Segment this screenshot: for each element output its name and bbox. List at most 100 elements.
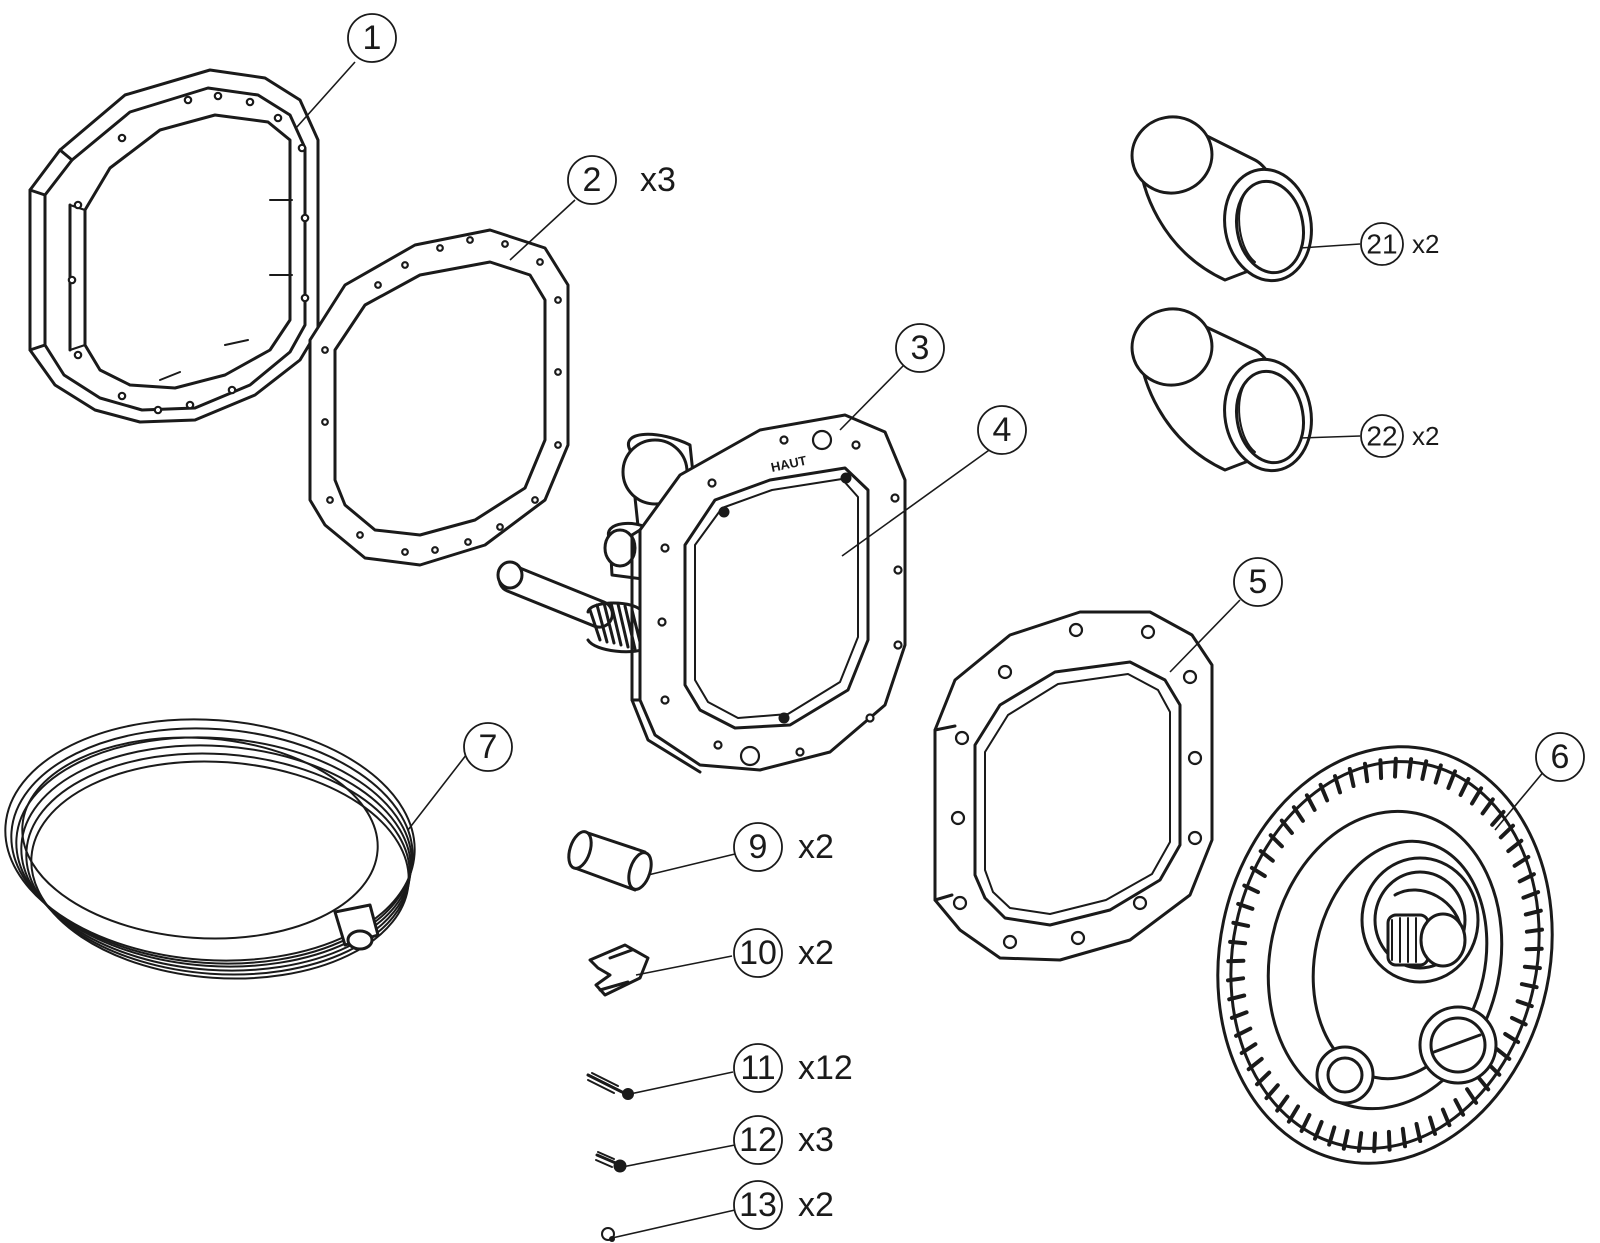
cover-slot bbox=[1420, 759, 1429, 781]
part-7-cable bbox=[4, 718, 416, 980]
callout-part-6: 6 bbox=[1535, 732, 1585, 782]
part-number: 6 bbox=[1551, 738, 1570, 776]
part-quantity: x3 bbox=[798, 1121, 834, 1159]
part-number: 21 bbox=[1366, 229, 1397, 260]
callout-bubble bbox=[733, 822, 783, 872]
part-number: 9 bbox=[749, 828, 768, 866]
cover-slot bbox=[1522, 964, 1542, 971]
cover-slot bbox=[1406, 757, 1414, 779]
leader-10 bbox=[635, 955, 733, 976]
part-quantity: x2 bbox=[798, 1186, 834, 1224]
cover-slot bbox=[1279, 818, 1294, 835]
cover-slot bbox=[1510, 1015, 1528, 1027]
cover-slot bbox=[1393, 756, 1398, 779]
cover-slot bbox=[1239, 1042, 1258, 1055]
part-quantity: x2 bbox=[798, 934, 834, 972]
leader-6 bbox=[1494, 769, 1546, 831]
cover-slot bbox=[1490, 809, 1506, 827]
part-number: 11 bbox=[740, 1049, 775, 1087]
cover-slot bbox=[1228, 939, 1248, 946]
part-5-holes bbox=[950, 622, 1203, 950]
cover-slot bbox=[1246, 1056, 1264, 1072]
cover-slot bbox=[1433, 763, 1443, 785]
cover-slot bbox=[1400, 1126, 1407, 1149]
cover-slot bbox=[1227, 993, 1247, 1002]
part-1-holes bbox=[67, 91, 310, 415]
cover-slot bbox=[1506, 838, 1524, 854]
cover-slot bbox=[1476, 1075, 1491, 1092]
part-2-holes bbox=[321, 236, 562, 556]
callout-part-4: 4 bbox=[977, 405, 1027, 455]
cover-slot bbox=[1428, 1115, 1437, 1136]
cover-slot bbox=[1299, 1113, 1312, 1133]
cover-slot bbox=[1341, 1129, 1350, 1151]
callout-part-1: 1 bbox=[347, 13, 397, 63]
part-number: 2 bbox=[583, 161, 602, 199]
cover-slot bbox=[1242, 883, 1260, 895]
callout-bubble bbox=[733, 1180, 783, 1230]
leader-4 bbox=[841, 447, 993, 557]
leader-7 bbox=[407, 749, 471, 831]
cover-slot bbox=[1517, 872, 1536, 884]
cover-slot bbox=[1453, 1098, 1466, 1117]
part-number: 22 bbox=[1366, 421, 1397, 452]
callout-bubble bbox=[977, 405, 1027, 455]
cover-slot bbox=[1524, 927, 1544, 934]
cover-slot bbox=[1318, 782, 1330, 803]
part-13-screw bbox=[601, 1227, 615, 1242]
part-6-nozzle bbox=[1386, 912, 1467, 968]
part-7-cable-tie bbox=[333, 903, 380, 951]
cover-slot bbox=[1255, 1070, 1272, 1087]
callout-bubble bbox=[1360, 414, 1404, 458]
cover-slot bbox=[1258, 849, 1275, 863]
part-11-screw bbox=[586, 1072, 634, 1100]
leader-lines bbox=[295, 61, 1546, 1239]
part-3-haut-marking: HAUT bbox=[770, 453, 808, 475]
callout-part-3: 3 bbox=[895, 323, 945, 373]
cover-slot bbox=[1503, 1032, 1521, 1045]
part-21-bushing bbox=[1130, 115, 1313, 283]
leader-12 bbox=[621, 1144, 736, 1168]
cover-slot bbox=[1264, 1083, 1280, 1101]
cover-slot bbox=[1229, 1010, 1249, 1020]
callout-bubble bbox=[895, 323, 945, 373]
part-6-fitting-large bbox=[1418, 1005, 1498, 1085]
cover-slot bbox=[1465, 1087, 1479, 1105]
part-quantity: x3 bbox=[640, 161, 676, 199]
part-number: 13 bbox=[739, 1186, 777, 1224]
callout-bubble bbox=[463, 722, 513, 772]
part-9-sleeve bbox=[567, 830, 653, 892]
cover-slot bbox=[1519, 982, 1539, 990]
cover-slot bbox=[1347, 767, 1356, 788]
cover-slot bbox=[1521, 890, 1541, 900]
leader-11 bbox=[629, 1071, 734, 1095]
cover-slot bbox=[1249, 865, 1267, 878]
cover-slot bbox=[1275, 1094, 1290, 1113]
cover-slot bbox=[1363, 761, 1370, 784]
part-22-bushing bbox=[1130, 307, 1313, 473]
cover-slot bbox=[1333, 774, 1342, 795]
cover-slot bbox=[1327, 1125, 1337, 1147]
part-5-gasket bbox=[933, 610, 1214, 962]
cover-slot bbox=[1480, 797, 1495, 816]
callout-bubble bbox=[733, 1043, 783, 1093]
cover-slot bbox=[1313, 1120, 1324, 1141]
callout-part-5: 5 bbox=[1233, 557, 1283, 607]
callout-bubble bbox=[347, 13, 397, 63]
part-quantity: x2 bbox=[798, 828, 834, 866]
callout-part-2: 2 x3 bbox=[567, 155, 676, 205]
cover-slot bbox=[1372, 1131, 1377, 1154]
callout-bubble bbox=[567, 155, 617, 205]
cover-slot bbox=[1304, 793, 1317, 812]
cover-slot bbox=[1236, 901, 1255, 911]
callout-part-13: 13 x2 bbox=[733, 1180, 834, 1230]
leader-13 bbox=[611, 1209, 736, 1239]
leader-1 bbox=[295, 61, 356, 129]
cover-slot bbox=[1226, 976, 1246, 983]
cover-slot bbox=[1470, 786, 1484, 806]
part-number: 1 bbox=[363, 19, 382, 57]
leader-22 bbox=[1299, 435, 1361, 439]
